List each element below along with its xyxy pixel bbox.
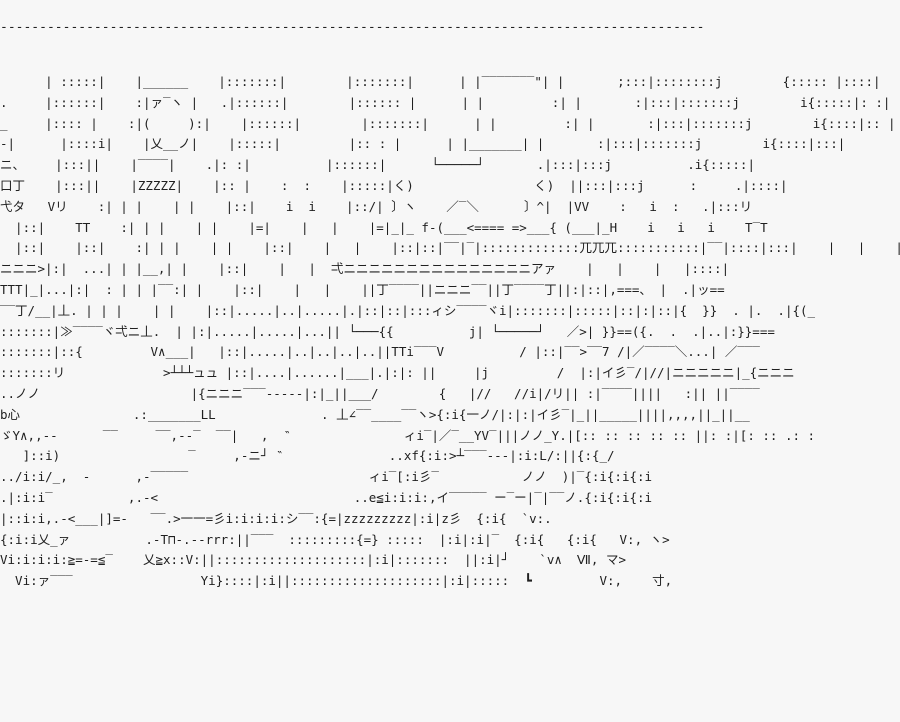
art-line: _ |:::: | :|( ):| |::::::| |:::::::| | |…	[0, 115, 896, 131]
dashed-separator-line: ----------------------------------------…	[0, 20, 705, 35]
art-line: ニ、 |:::|| |‾‾‾‾| .|: :| |::::::| └─────┘…	[0, 157, 755, 173]
art-line: :::::::リ >┴┴┴ュュ |::|....|......|___|.|:|…	[0, 365, 795, 381]
art-line: .|:i:i‾ ,.-< ..e≦i:i:i:,イ‾‾‾‾‾ ー‾ー|‾|‾‾ノ…	[0, 489, 653, 505]
art-line: ‾‾丁/__|丄. | | | | | |::|.....|..|.....|.…	[0, 302, 816, 318]
ascii-art-block: | :::::| |______ |:::::::| |:::::::| | |…	[0, 72, 900, 592]
art-line: ../i:i/_, - ,-‾‾‾‾‾ ィi‾[:i彡‾ ノノ )|‾{:i{:…	[0, 469, 653, 485]
art-line: Vi:i:i:i:≧=-=≦‾ 乂≧x::V:||:::::::::::::::…	[0, 552, 626, 568]
art-line: Vi:ァ‾‾‾ Yi}::::|:i||::::::::::::::::::::…	[0, 573, 673, 589]
art-line: :::::::|::{ V∧___| |::|.....|..|..|..|..…	[0, 344, 760, 360]
art-line: :::::::|≫‾‾‾‾ヾ弌ニ丄. | |:|.....|.....|...|…	[0, 323, 775, 339]
art-line: b心 .:_______LL . 丄∠‾‾____‾‾ヽ>{:i{一ノ/|:|:…	[0, 406, 750, 422]
art-line: {:i:i乂_ァ .-T⊓-.--rrr:||‾‾‾ :::::::::{=} …	[0, 531, 670, 547]
art-line: | :::::| |______ |:::::::| |:::::::| | |…	[0, 74, 881, 89]
art-line: ]::i) ‾ ,-ニ┘ ‶ ..xf{:i:>┴‾‾‾---|:i:L/:||…	[0, 448, 615, 464]
art-line: |::i:i,.-<___|]=- ‾‾.>一一=彡i:i:i:i:シ‾‾:{=…	[0, 510, 552, 526]
art-line: -| |::::i| |乂__ノ| |:::::| |:: : | | |___…	[0, 136, 846, 152]
art-line: 口丁 |:::|| |ZZZZZ| |:: | : : |:::::|く) く)…	[0, 177, 788, 193]
art-line: ..ノノ |{ニニニ‾‾‾-----|:|_||___/ { |// //i|/…	[0, 385, 760, 401]
art-line: ゞY∧,,-‐ ‾‾ ‾‾,-‐‾ ‾‾| , ‶ ィi‾|／‾__YV‾|||…	[0, 427, 816, 443]
art-line: 弋タ Vリ :| | | | | |::| i i |::/| 〕ヽ ／‾＼ 〕…	[0, 198, 753, 214]
art-line: |::| |::| :| | | | | |::| | | |::|::|‾‾|…	[0, 240, 900, 256]
art-line: ニニニ>|:| ...| | |__,| | |::| | | 弌ニニニニニニニ…	[0, 261, 730, 277]
art-line: . |::::::| :|ァ‾ヽ | .|::::::| |:::::: | |…	[0, 94, 891, 110]
art-line: |::| TT :| | | | | |=| | | |=|_|_ f-(___…	[0, 219, 768, 235]
art-line: TTT|_|...|:| : | | |‾‾:| | |::| | | ||丁‾…	[0, 281, 725, 297]
